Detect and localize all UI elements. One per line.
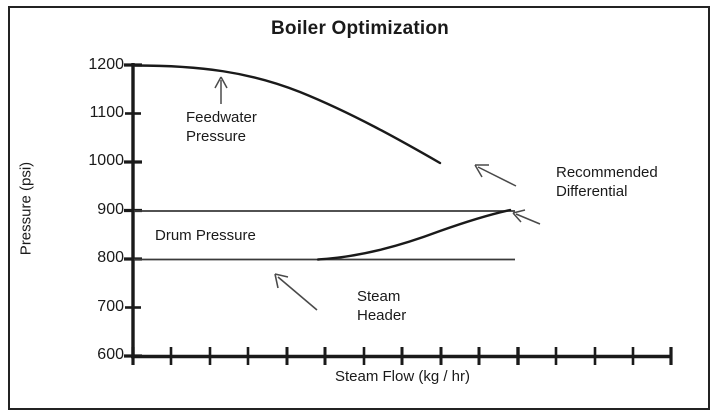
y-tick-label-900: 900 bbox=[97, 201, 124, 218]
annotation-steam-header: Steam Header bbox=[357, 288, 407, 324]
y-tick-label-600: 600 bbox=[97, 346, 124, 363]
steam-header-curve bbox=[316, 208, 512, 261]
steam-header-annotation-arrow bbox=[274, 273, 318, 311]
feedwater-annotation-arrow bbox=[214, 76, 228, 104]
chart-title: Boiler Optimization bbox=[271, 18, 449, 39]
y-tick-label-1000: 1000 bbox=[88, 152, 124, 169]
y-tick-label-700: 700 bbox=[97, 298, 124, 315]
recommended-differential-arrow-lower bbox=[512, 209, 541, 225]
annotation-recommended-differential: Recommended Differential bbox=[556, 164, 658, 200]
x-axis-label: Steam Flow (kg / hr) bbox=[334, 368, 471, 385]
y-tick-label-1100: 1100 bbox=[89, 104, 124, 121]
y-tick-label-1200: 1200 bbox=[88, 56, 124, 73]
x-tick-group bbox=[131, 347, 673, 365]
feedwater-pressure-curve bbox=[133, 64, 442, 165]
y-tick-label-800: 800 bbox=[97, 249, 124, 266]
recommended-differential-arrow-upper bbox=[474, 164, 517, 187]
annotation-drum-pressure: Drum Pressure bbox=[155, 227, 256, 244]
annotation-feedwater-pressure: Feedwater Pressure bbox=[186, 109, 257, 145]
figure-border bbox=[8, 6, 710, 410]
